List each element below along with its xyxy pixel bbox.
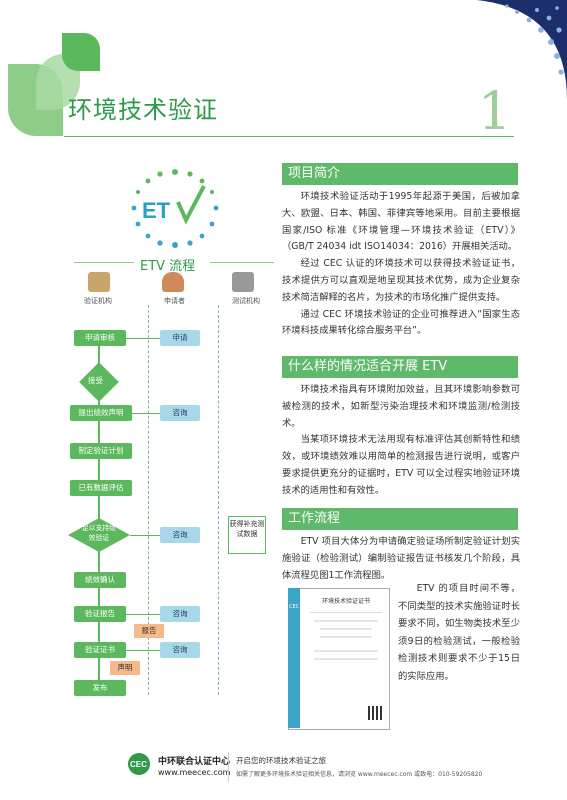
step-certificate: 验证证书 xyxy=(74,642,126,658)
qr-code-icon xyxy=(368,706,382,720)
flow-connector xyxy=(98,330,100,690)
step-consult: 咨询 xyxy=(160,606,200,622)
flow-connector xyxy=(126,650,162,651)
step-claim: 提出绩效声明 xyxy=(70,405,132,421)
etv-logo: ET xyxy=(120,168,230,248)
applicant-icon xyxy=(162,272,184,292)
process-text: ETV 项目大体分为申请确定验证场所制定验证计划实施验证（检验测试）编制验证报告… xyxy=(282,534,520,584)
step-plan: 制定验证计划 xyxy=(70,443,132,459)
verification-body-icon xyxy=(88,272,110,292)
section-heading-when: 什么样的情况适合开展 ETV xyxy=(282,356,518,378)
step-report: 验证报告 xyxy=(74,606,126,622)
footer-slogan: 开启您的环境技术验证之旅 xyxy=(236,756,326,765)
certificate-side-label: CEC xyxy=(289,604,300,610)
intro-paragraph: 环境技术验证活动于1995年起源于美国，后被加拿大、欧盟、日本、韩国、菲律宾等地… xyxy=(282,191,520,253)
certificate-body xyxy=(310,612,382,673)
footer-contact: 如需了解更多环境技术验证相关信息，请浏览 www.meecec.com 或致电：… xyxy=(236,771,483,778)
intro-paragraph: 通过 CEC 环境技术验证的企业可推荐进入“国家生态环境科技成果转化综合服务平台… xyxy=(282,308,520,337)
step-consult: 咨询 xyxy=(160,642,200,658)
lane-divider xyxy=(148,305,149,695)
intro-paragraph: 经过 CEC 认证的环境技术可以获得技术验证证书，技术提供方可以直观是地呈现其技… xyxy=(282,258,520,303)
section-heading-process: 工作流程 xyxy=(282,508,518,530)
role-label: 测试机构 xyxy=(232,297,260,305)
when-text: 环境技术指具有环境附加效益，且其环境影响参数可被检测的技术，如新型污染治理技术和… xyxy=(282,382,520,500)
intro-text: 环境技术验证活动于1995年起源于美国，后被加拿大、欧盟、日本、韩国、菲律宾等地… xyxy=(282,189,520,340)
cec-logo-icon: CEC xyxy=(126,752,152,776)
process-side-paragraph: ETV 的项目时间不等，不同类型的技术实施验证时长要求不同，如生物类技术至少须9… xyxy=(398,583,520,682)
header-leaf-shape xyxy=(62,33,100,71)
page-title: 环境技术验证 xyxy=(68,96,218,124)
process-paragraph: ETV 项目大体分为申请确定验证场所制定验证计划实施验证（检验测试）编制验证报告… xyxy=(282,536,520,581)
chapter-number: 1 xyxy=(478,82,512,142)
step-apply: 申请 xyxy=(160,330,200,346)
footer-divider xyxy=(228,752,229,782)
role-label: 申请者 xyxy=(164,297,185,305)
flowchart-title-rule xyxy=(210,262,274,263)
testing-body-icon xyxy=(232,272,254,292)
step-publish: 发布 xyxy=(74,680,126,696)
lane-divider xyxy=(218,305,219,695)
flow-connector xyxy=(130,535,162,536)
when-paragraph: 环境技术指具有环境附加效益，且其环境影响参数可被检测的技术，如新型污染治理技术和… xyxy=(282,384,520,429)
step-existing-data: 已有数据评估 xyxy=(70,480,132,496)
flowchart-title: ETV 流程 xyxy=(140,259,196,274)
flow-connector xyxy=(126,614,162,615)
step-confirm: 绩效确认 xyxy=(74,572,126,588)
flow-connector xyxy=(132,413,162,414)
report-document: 报告 xyxy=(134,624,164,638)
step-obtain-data: 获得补充测试数据 xyxy=(228,516,266,554)
decision-enough-label: 足以支持绩效验证 xyxy=(82,524,116,542)
org-name: 中环联合认证中心 xyxy=(158,757,231,767)
role-label: 验证机构 xyxy=(84,297,112,305)
corner-dot-pattern xyxy=(457,0,567,110)
decision-accept-label: 接受 xyxy=(88,376,103,385)
section-heading-intro: 项目简介 xyxy=(282,163,518,185)
org-website[interactable]: www.meecec.com xyxy=(158,768,231,777)
step-apply-review: 申请审核 xyxy=(74,330,126,346)
process-side-text: ETV 的项目时间不等，不同类型的技术实施验证时长要求不同，如生物类技术至少须9… xyxy=(398,580,520,685)
header-divider xyxy=(64,136,514,137)
step-consult: 咨询 xyxy=(160,405,200,421)
svg-text:ET: ET xyxy=(142,198,171,223)
cec-logo-text: CEC xyxy=(130,760,147,769)
flowchart-title-rule xyxy=(74,262,134,263)
certificate-sidebar xyxy=(288,588,300,728)
certificate-title: 环境技术验证证书 xyxy=(321,598,370,605)
flow-connector xyxy=(126,338,162,339)
step-consult: 咨询 xyxy=(160,527,200,543)
when-paragraph: 当某项环境技术无法用现有标准评估其创新特性和绩效，或环境绩效难以用简单的检测报告… xyxy=(282,434,520,496)
statement-document: 声明 xyxy=(110,661,140,675)
